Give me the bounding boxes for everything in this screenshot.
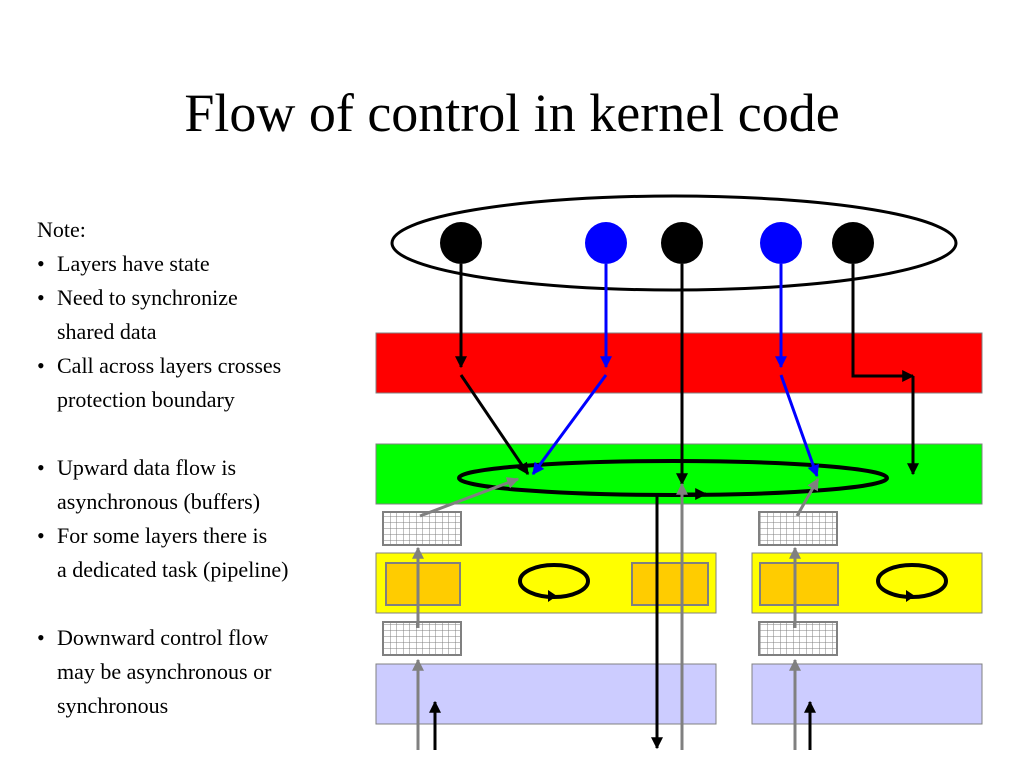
process-blue-2 — [760, 222, 802, 264]
arrow-black-1-diag — [459, 374, 530, 475]
buffer-left-lower — [382, 621, 462, 656]
arrow-blue-1-diag — [531, 374, 608, 475]
shared-state-ellipse — [457, 459, 889, 497]
process-black-3 — [832, 222, 874, 264]
buffer-right-upper — [758, 511, 838, 546]
layer-red — [375, 332, 983, 394]
arrow-blue-2-diag — [779, 374, 820, 478]
data-arrow-left-top — [419, 477, 520, 518]
task-box-right-1 — [759, 562, 839, 606]
notes-panel: Note: Layers have state Need to synchron… — [37, 213, 367, 723]
note-dedicated-task: For some layers there is a dedicated tas… — [37, 519, 367, 587]
buffer-right-lower — [758, 621, 838, 656]
data-arrow-right-top — [795, 477, 820, 517]
task-loop-left-arrowhead — [548, 590, 557, 602]
note-protection-boundary: Call across layers crosses protection bo… — [37, 349, 367, 417]
task-box-left-2 — [631, 562, 709, 606]
task-box-left-1 — [385, 562, 461, 606]
note-layers-have-state: Layers have state — [37, 247, 367, 281]
buffer-left-upper — [382, 511, 462, 546]
arrow-black-3-path — [851, 264, 915, 382]
note-synchronize: Need to synchronize shared data — [37, 281, 367, 349]
slide-title: Flow of control in kernel code — [184, 83, 840, 143]
note-downward-flow: Downward control flow may be asynchronou… — [37, 621, 367, 723]
process-black-1 — [440, 222, 482, 264]
layer-lavender-right — [751, 663, 983, 725]
layer-lavender-left — [375, 663, 717, 725]
process-group-ellipse — [390, 194, 958, 292]
process-blue-1 — [585, 222, 627, 264]
notes-heading: Note: — [37, 217, 86, 242]
process-black-2 — [661, 222, 703, 264]
note-upward-flow: Upward data flow is asynchronous (buffer… — [37, 451, 367, 519]
task-loop-right-arrowhead — [906, 590, 915, 602]
notes-list: Layers have state Need to synchronize sh… — [37, 247, 367, 723]
